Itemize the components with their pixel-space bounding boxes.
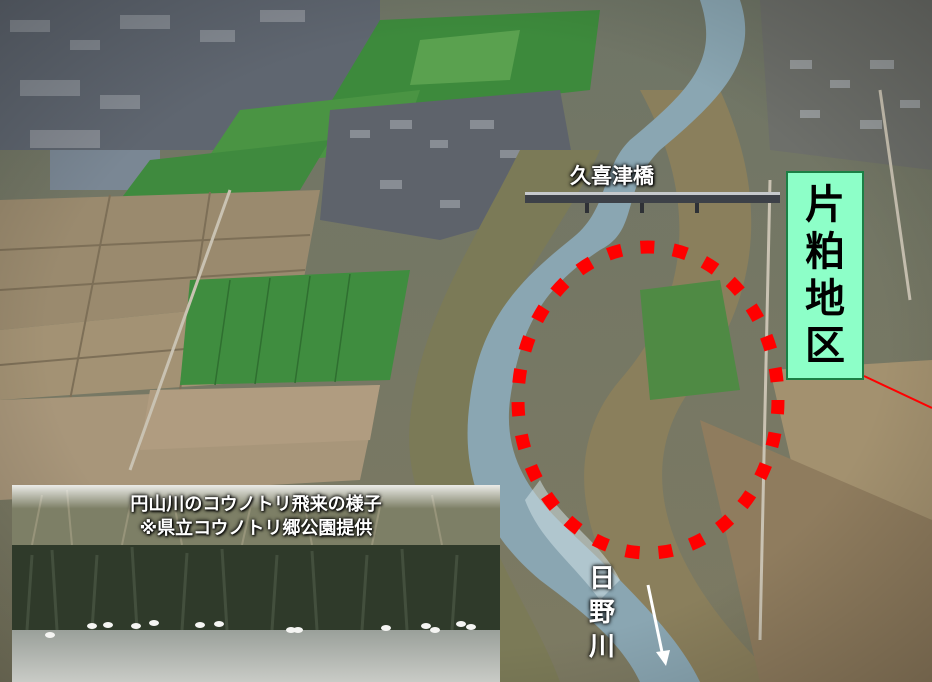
district-label-char: 粕 <box>805 228 845 275</box>
district-label-char: 片 <box>805 181 845 228</box>
district-label-char: 地 <box>805 275 845 322</box>
bridge-name-label: 久喜津橋 <box>570 164 654 188</box>
river-label-char: 日 <box>588 564 615 594</box>
river-label-char: 野 <box>588 598 615 628</box>
district-label-char: 区 <box>805 322 845 369</box>
district-label-box: 片 粕 地 区 <box>786 171 864 380</box>
river-label-char: 川 <box>588 632 615 662</box>
inset-caption-line1: 円山川のコウノトリ飛来の様子 <box>130 494 382 515</box>
river-name-label: 日 野 川 <box>584 562 620 664</box>
flow-arrow-icon <box>646 584 670 666</box>
stork-photo <box>12 485 500 682</box>
highlight-circle <box>511 240 785 560</box>
stork-inset-photo: 円山川のコウノトリ飛来の様子 ※県立コウノトリ郷公園提供 <box>12 485 500 682</box>
inset-caption: 円山川のコウノトリ飛来の様子 ※県立コウノトリ郷公園提供 <box>12 493 500 541</box>
inset-caption-line2: ※県立コウノトリ郷公園提供 <box>139 518 373 539</box>
pointer-line <box>863 375 932 409</box>
